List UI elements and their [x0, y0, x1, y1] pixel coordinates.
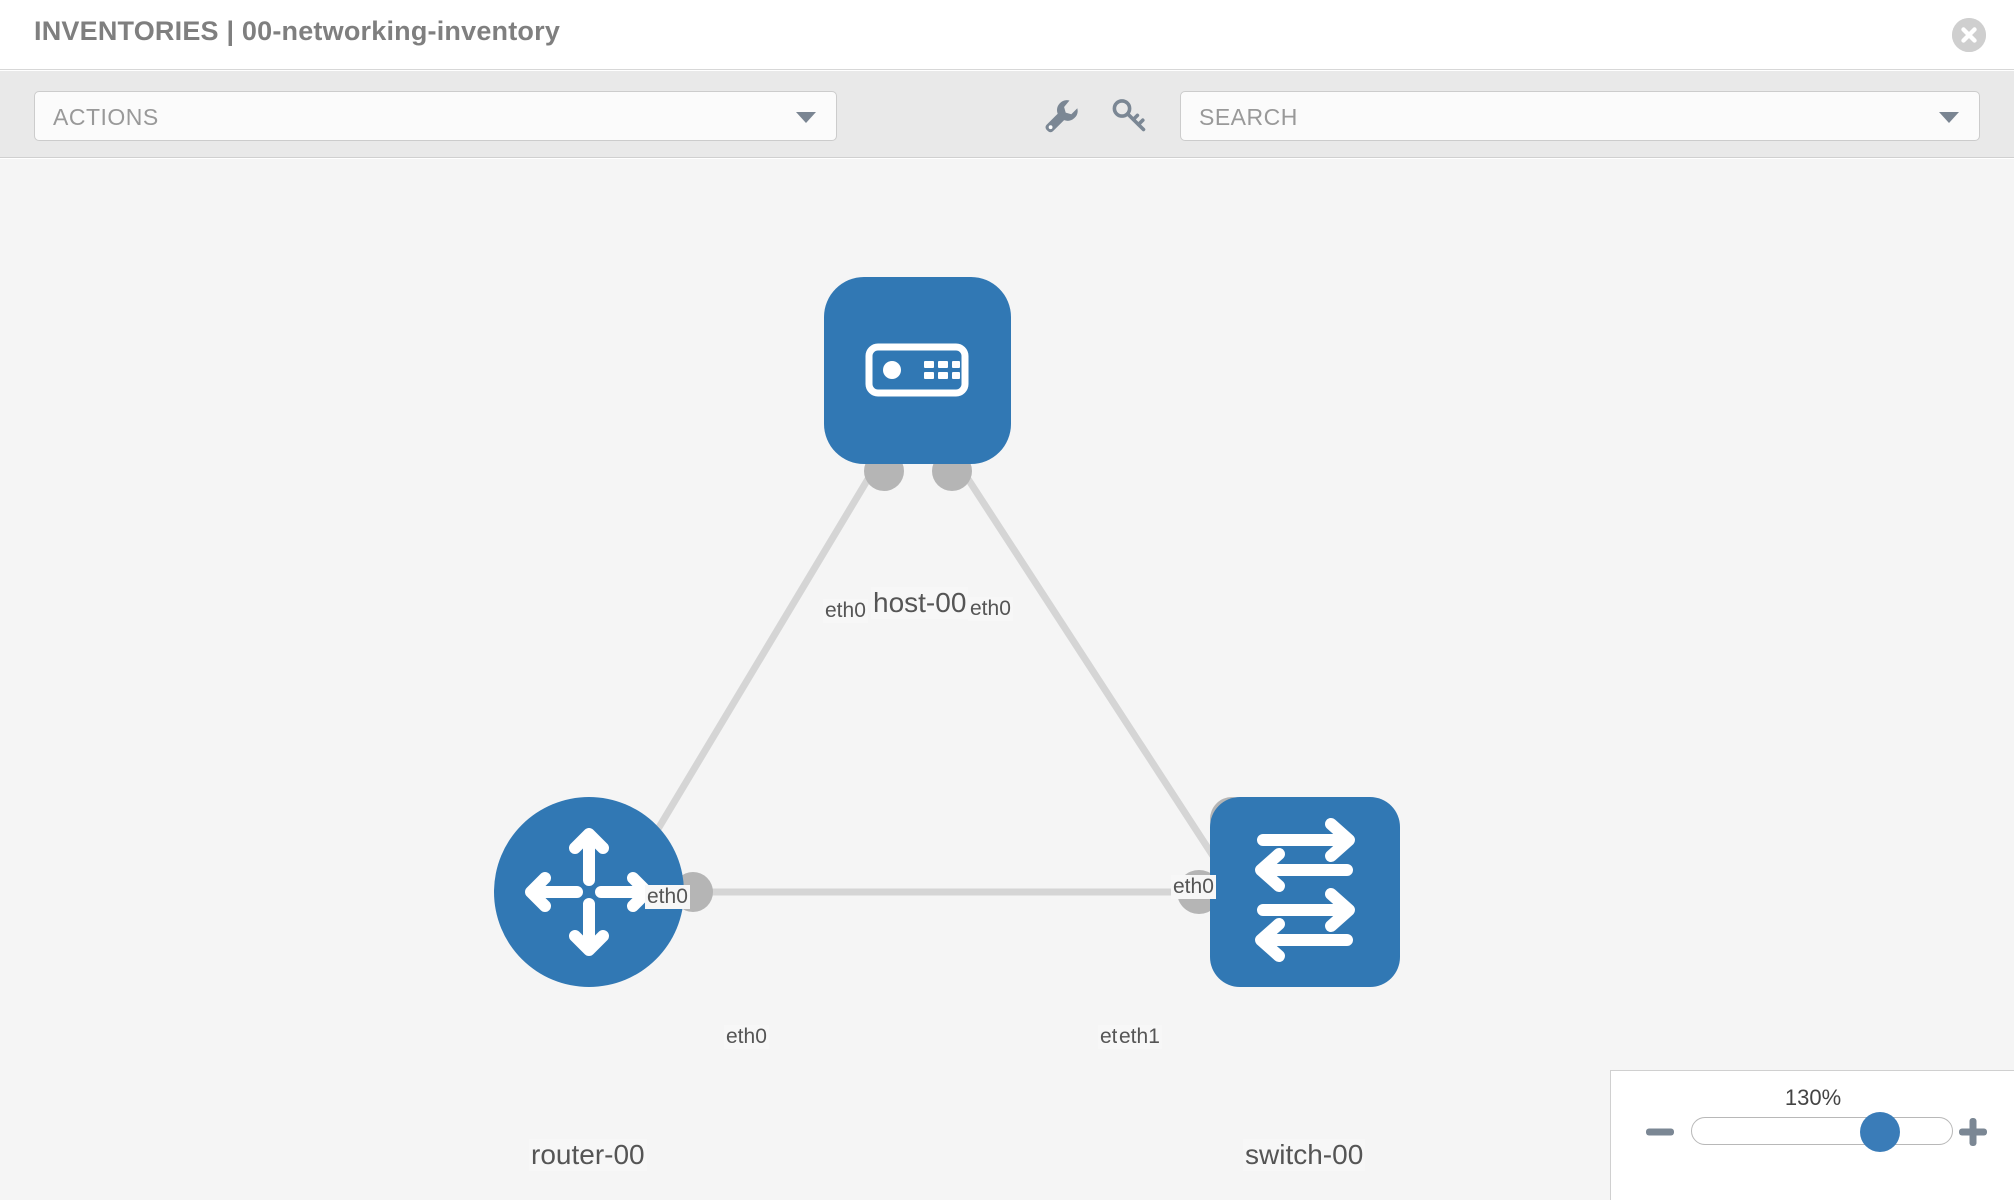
page-header: INVENTORIES | 00-networking-inventory — [0, 0, 2014, 70]
key-icon[interactable] — [1105, 91, 1153, 139]
node-router-00 — [494, 797, 684, 987]
chevron-down-icon — [1939, 112, 1959, 123]
close-icon[interactable] — [1952, 18, 1986, 52]
search-placeholder: SEARCH — [1199, 104, 1298, 130]
link-host00-switch00 — [952, 457, 1218, 861]
node-label-router-00: router-00 — [529, 1139, 647, 1171]
zoom-slider[interactable] — [1691, 1112, 1953, 1152]
minus-icon[interactable] — [1643, 1115, 1677, 1149]
actions-dropdown[interactable]: ACTIONS — [34, 91, 837, 141]
search-input[interactable]: SEARCH — [1180, 91, 1980, 141]
zoom-slider-thumb[interactable] — [1860, 1112, 1900, 1152]
node-label-host-00: host-00 — [871, 587, 969, 619]
page-title: INVENTORIES | 00-networking-inventory — [34, 16, 561, 46]
topology-canvas[interactable]: eth0 eth0 eth0 eth0 eth0 eth eth1 host-0… — [0, 159, 2014, 1200]
edge-label: eth0 — [1171, 875, 1216, 899]
link-host00-router00 — [636, 457, 884, 861]
edge-label: eth0 — [645, 885, 690, 909]
zoom-percent-label: 130% — [1784, 1085, 1842, 1110]
topology-ports — [673, 451, 1254, 914]
zoom-control-panel: 130% — [1610, 1070, 2014, 1200]
topology-links — [636, 457, 1218, 896]
node-label-switch-00: switch-00 — [1243, 1139, 1366, 1171]
chevron-down-icon — [796, 112, 816, 123]
edge-label: eth0 — [968, 597, 1013, 621]
plus-icon[interactable] — [1956, 1115, 1990, 1149]
wrench-icon[interactable] — [1036, 91, 1084, 139]
edge-label: eth0 — [724, 1025, 769, 1049]
toolbar: ACTIONS SEARCH — [0, 71, 2014, 158]
edge-label: eth0 — [823, 599, 868, 623]
actions-dropdown-label: ACTIONS — [53, 104, 159, 130]
node-host-00 — [824, 277, 1011, 464]
node-switch-00 — [1210, 797, 1400, 987]
topology-graph — [494, 277, 1400, 987]
edge-label: eth1 — [1117, 1025, 1162, 1049]
